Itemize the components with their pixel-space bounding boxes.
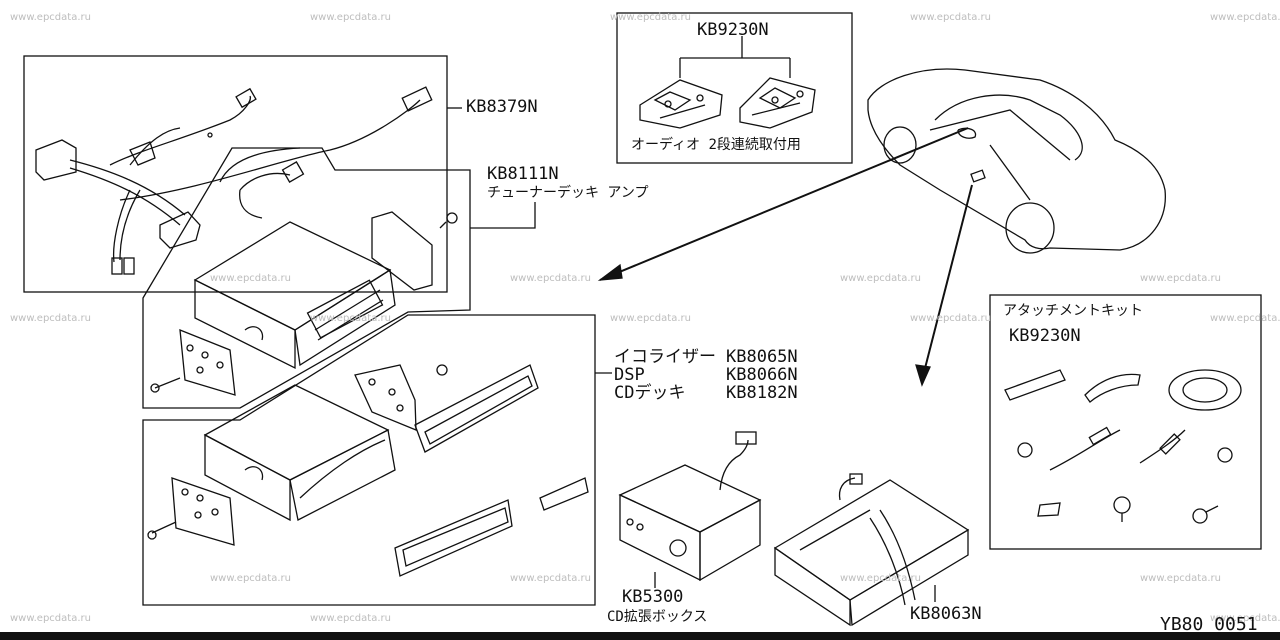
label-dsp-code: KB8066N [726,365,798,385]
attachment-kit-frame [989,294,1262,550]
watermark: www.epcdata.ru [310,313,391,324]
watermark: www.epcdata.ru [10,12,91,23]
watermark: www.epcdata.ru [1210,313,1280,324]
label-kb8379n: KB8379N [466,97,538,117]
kb8065n-frame [142,314,596,606]
watermark: www.epcdata.ru [510,573,591,584]
faceplate-trim-lower [394,499,513,577]
label-cd-deck-name: CDデッキ [614,383,686,403]
watermark: www.epcdata.ru [910,12,991,23]
watermark: www.epcdata.ru [1210,613,1280,624]
watermark: www.epcdata.ru [510,273,591,284]
watermark: www.epcdata.ru [610,12,691,23]
vehicle-outline [867,68,1166,254]
bracket-kb8065n [147,477,235,546]
label-cd-box: CD拡張ボックス [607,609,708,625]
watermark: www.epcdata.ru [910,313,991,324]
label-equalizer-code: KB8065N [726,347,798,367]
watermark: www.epcdata.ru [310,613,391,624]
attachment-kit-parts [1004,369,1242,524]
watermark: www.epcdata.ru [1210,12,1280,23]
wire-harness [35,86,433,275]
watermark: www.epcdata.ru [840,573,921,584]
watermark: www.epcdata.ru [1140,273,1221,284]
label-audio-mount-note: オーディオ 2段連続取付用 [631,137,801,153]
arrow-head [597,263,623,281]
spacer-plate [354,364,448,431]
watermark: www.epcdata.ru [210,573,291,584]
watermark: www.epcdata.ru [840,273,921,284]
arrow-line-to-kit [921,184,973,381]
label-kb8111n: KB8111N [487,164,559,184]
label-kb9230n-top: KB9230N [697,20,769,40]
bottom-border [0,632,1280,640]
tuner-deck-unit [193,161,396,370]
faceplate-trim-upper [414,364,539,453]
label-dsp-name: DSP [614,365,645,385]
label-equalizer-name: イコライザー [614,347,716,367]
watermark: www.epcdata.ru [610,313,691,324]
label-kb5300: KB5300 [622,587,684,607]
watermark: www.epcdata.ru [10,613,91,624]
watermark: www.epcdata.ru [310,12,391,23]
label-kb8063n: KB8063N [910,604,982,624]
kb9230n-top-frame [616,12,853,164]
label-attach-kit-code: KB9230N [1009,326,1081,346]
arrow-head [915,364,931,387]
kb8111n-frame [142,147,471,409]
label-attach-kit-name: アタッチメントキット [1003,303,1143,319]
label-cd-deck-code: KB8182N [726,383,798,403]
bracket-kb8111n [150,328,236,396]
label-tuner-deck-amp: チューナーデッキ アンプ [487,185,649,201]
small-trim [539,477,589,511]
mounting-bracket-left [639,79,723,129]
cd-deck-unit [203,384,396,522]
mounting-bracket-right [739,77,816,129]
kb8379n-frame [23,55,448,293]
watermark: www.epcdata.ru [210,273,291,284]
diagram-code: YB80 0051 [1160,614,1258,635]
front-panel-kb8111n [371,211,458,291]
cd-changer-box [618,431,762,582]
watermark: www.epcdata.ru [1140,573,1221,584]
amplifier-unit [773,473,970,627]
watermark: www.epcdata.ru [10,313,91,324]
arrow-line-to-deck [599,127,969,281]
